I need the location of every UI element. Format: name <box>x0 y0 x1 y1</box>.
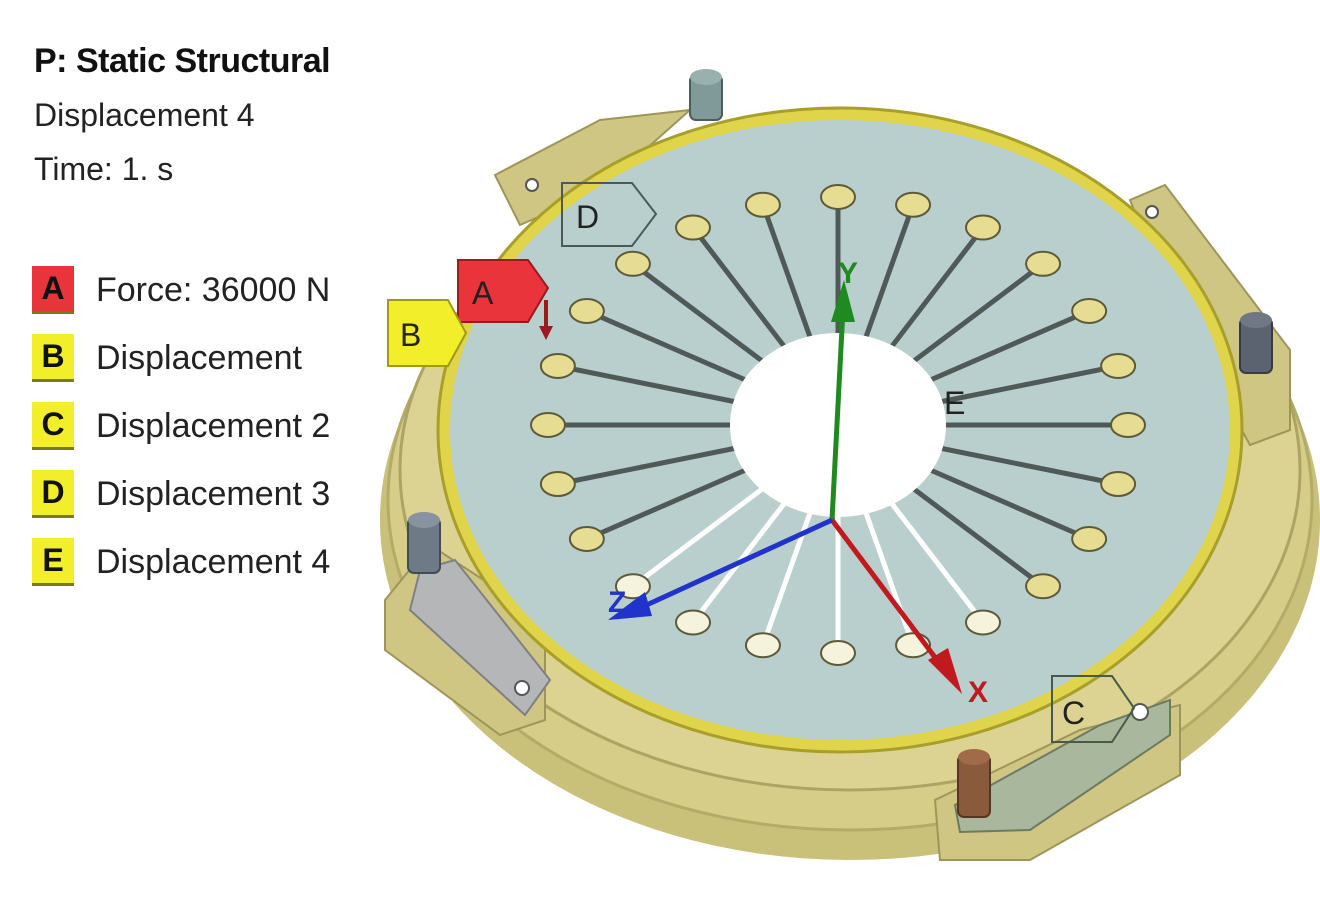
slot-line <box>923 308 1091 385</box>
tag-c-shape <box>1051 675 1136 743</box>
result-name: Displacement 4 <box>34 97 255 133</box>
tag-b-shape <box>387 299 468 367</box>
pin-top-cap <box>690 69 722 85</box>
slot-end-hole <box>965 609 1001 636</box>
slot-line <box>861 506 916 647</box>
x-axis-line <box>830 518 954 682</box>
tag-a[interactable]: A <box>457 259 553 340</box>
pin-right-cap <box>1240 312 1272 328</box>
tag-b-label: B <box>400 317 421 353</box>
slot-end-hole <box>614 573 651 600</box>
legend-label-c: Displacement 2 <box>96 406 331 445</box>
z-axis-arrowhead <box>608 592 652 620</box>
slot-line <box>886 497 985 624</box>
tag-c-label: C <box>1062 695 1085 731</box>
legend-label-d: Displacement 3 <box>96 474 331 513</box>
legend-label-a: Force: 36000 N <box>96 270 331 309</box>
slot-line <box>907 261 1045 367</box>
slot-end-hole <box>1025 573 1062 600</box>
slot-end-hole <box>820 640 856 666</box>
legend-item-a[interactable]: A Force: 36000 N <box>32 256 330 324</box>
legend-item-c[interactable]: C Displacement 2 <box>32 392 330 460</box>
legend-chip-d: D <box>32 470 74 518</box>
slot-end-hole <box>568 298 605 324</box>
slot-line <box>760 203 815 344</box>
legend-chip-a: A <box>32 266 74 314</box>
tag-d[interactable]: D <box>561 182 658 247</box>
mount-plate-left <box>408 558 552 717</box>
slot-line <box>934 363 1119 406</box>
force-arrowhead <box>539 326 553 340</box>
tag-e-label: E <box>944 385 965 421</box>
slot-line <box>907 483 1045 589</box>
legend-item-e[interactable]: E Displacement 4 <box>32 528 330 596</box>
pin-bottom-cap <box>958 749 990 765</box>
slot-end-hole <box>1110 412 1146 438</box>
slot-end-hole <box>1100 471 1137 498</box>
tag-e[interactable]: E <box>944 385 965 421</box>
slot-line <box>557 444 742 487</box>
mount-plate-bottom <box>953 698 1171 834</box>
mount-hole-bottom <box>1131 703 1149 721</box>
pin-left-cap <box>408 512 440 528</box>
legend-chip-b: B <box>32 334 74 382</box>
legend-item-b[interactable]: B Displacement <box>32 324 330 392</box>
slot-end-hole <box>568 526 605 552</box>
legend-chip-c: C <box>32 402 74 450</box>
x-axis-arrowhead <box>928 648 962 694</box>
slot-end-hole <box>530 412 566 438</box>
y-axis-arrowhead <box>831 280 855 322</box>
slot-line <box>691 226 790 353</box>
y-axis-label: Y <box>838 257 858 290</box>
slot-line <box>631 483 769 589</box>
legend-label-b: Displacement <box>96 338 302 377</box>
slot-line <box>934 444 1119 487</box>
slot-end-hole <box>1071 526 1108 552</box>
mount-hole-left <box>514 680 530 696</box>
slot-line <box>585 308 753 385</box>
slot-end-hole <box>614 250 651 277</box>
slot-end-hole <box>744 191 781 218</box>
analysis-title: P: Static Structural <box>34 42 331 80</box>
tag-b[interactable]: B <box>387 299 468 367</box>
tag-d-shape <box>561 182 658 247</box>
slot-end-hole <box>675 214 711 241</box>
slot-line <box>585 465 753 542</box>
slot-end-hole <box>820 184 856 210</box>
y-axis-line <box>829 289 847 521</box>
slot-line <box>631 261 769 367</box>
z-axis-line <box>638 517 834 611</box>
slot-end-hole <box>1100 352 1137 379</box>
legend-chip-e: E <box>32 538 74 586</box>
slot-line <box>557 363 742 406</box>
tag-d-label: D <box>576 199 599 235</box>
slot-end-hole <box>539 352 576 379</box>
mount-hole-top <box>525 178 539 192</box>
x-axis-label: X <box>968 676 988 709</box>
z-axis-label: Z <box>608 586 626 619</box>
slot-line <box>923 465 1091 542</box>
time-readout: Time: 1. s <box>34 151 174 187</box>
tag-a-shape <box>457 259 550 323</box>
legend-label-e: Displacement 4 <box>96 542 331 581</box>
tag-c[interactable]: C <box>1051 675 1136 743</box>
slot-end-hole <box>965 214 1001 241</box>
slot-line <box>861 203 916 344</box>
slot-end-hole <box>539 471 576 498</box>
slot-line <box>886 226 985 353</box>
mount-hole-right <box>1145 205 1159 219</box>
radial-slots <box>530 184 1146 666</box>
slot-end-hole <box>895 191 932 218</box>
slot-end-hole <box>1071 298 1108 324</box>
slot-end-hole <box>675 609 711 636</box>
legend-item-d[interactable]: D Displacement 3 <box>32 460 330 528</box>
analysis-info-panel: P: Static Structural Displacement 4 Time… <box>34 34 394 196</box>
slot-end-hole <box>1025 250 1062 277</box>
coordinate-axes: Y X Z <box>608 257 988 709</box>
tag-a-label: A <box>472 275 494 311</box>
slot-end-hole <box>744 632 781 659</box>
boundary-condition-legend: A Force: 36000 N B Displacement C Displa… <box>32 256 330 596</box>
